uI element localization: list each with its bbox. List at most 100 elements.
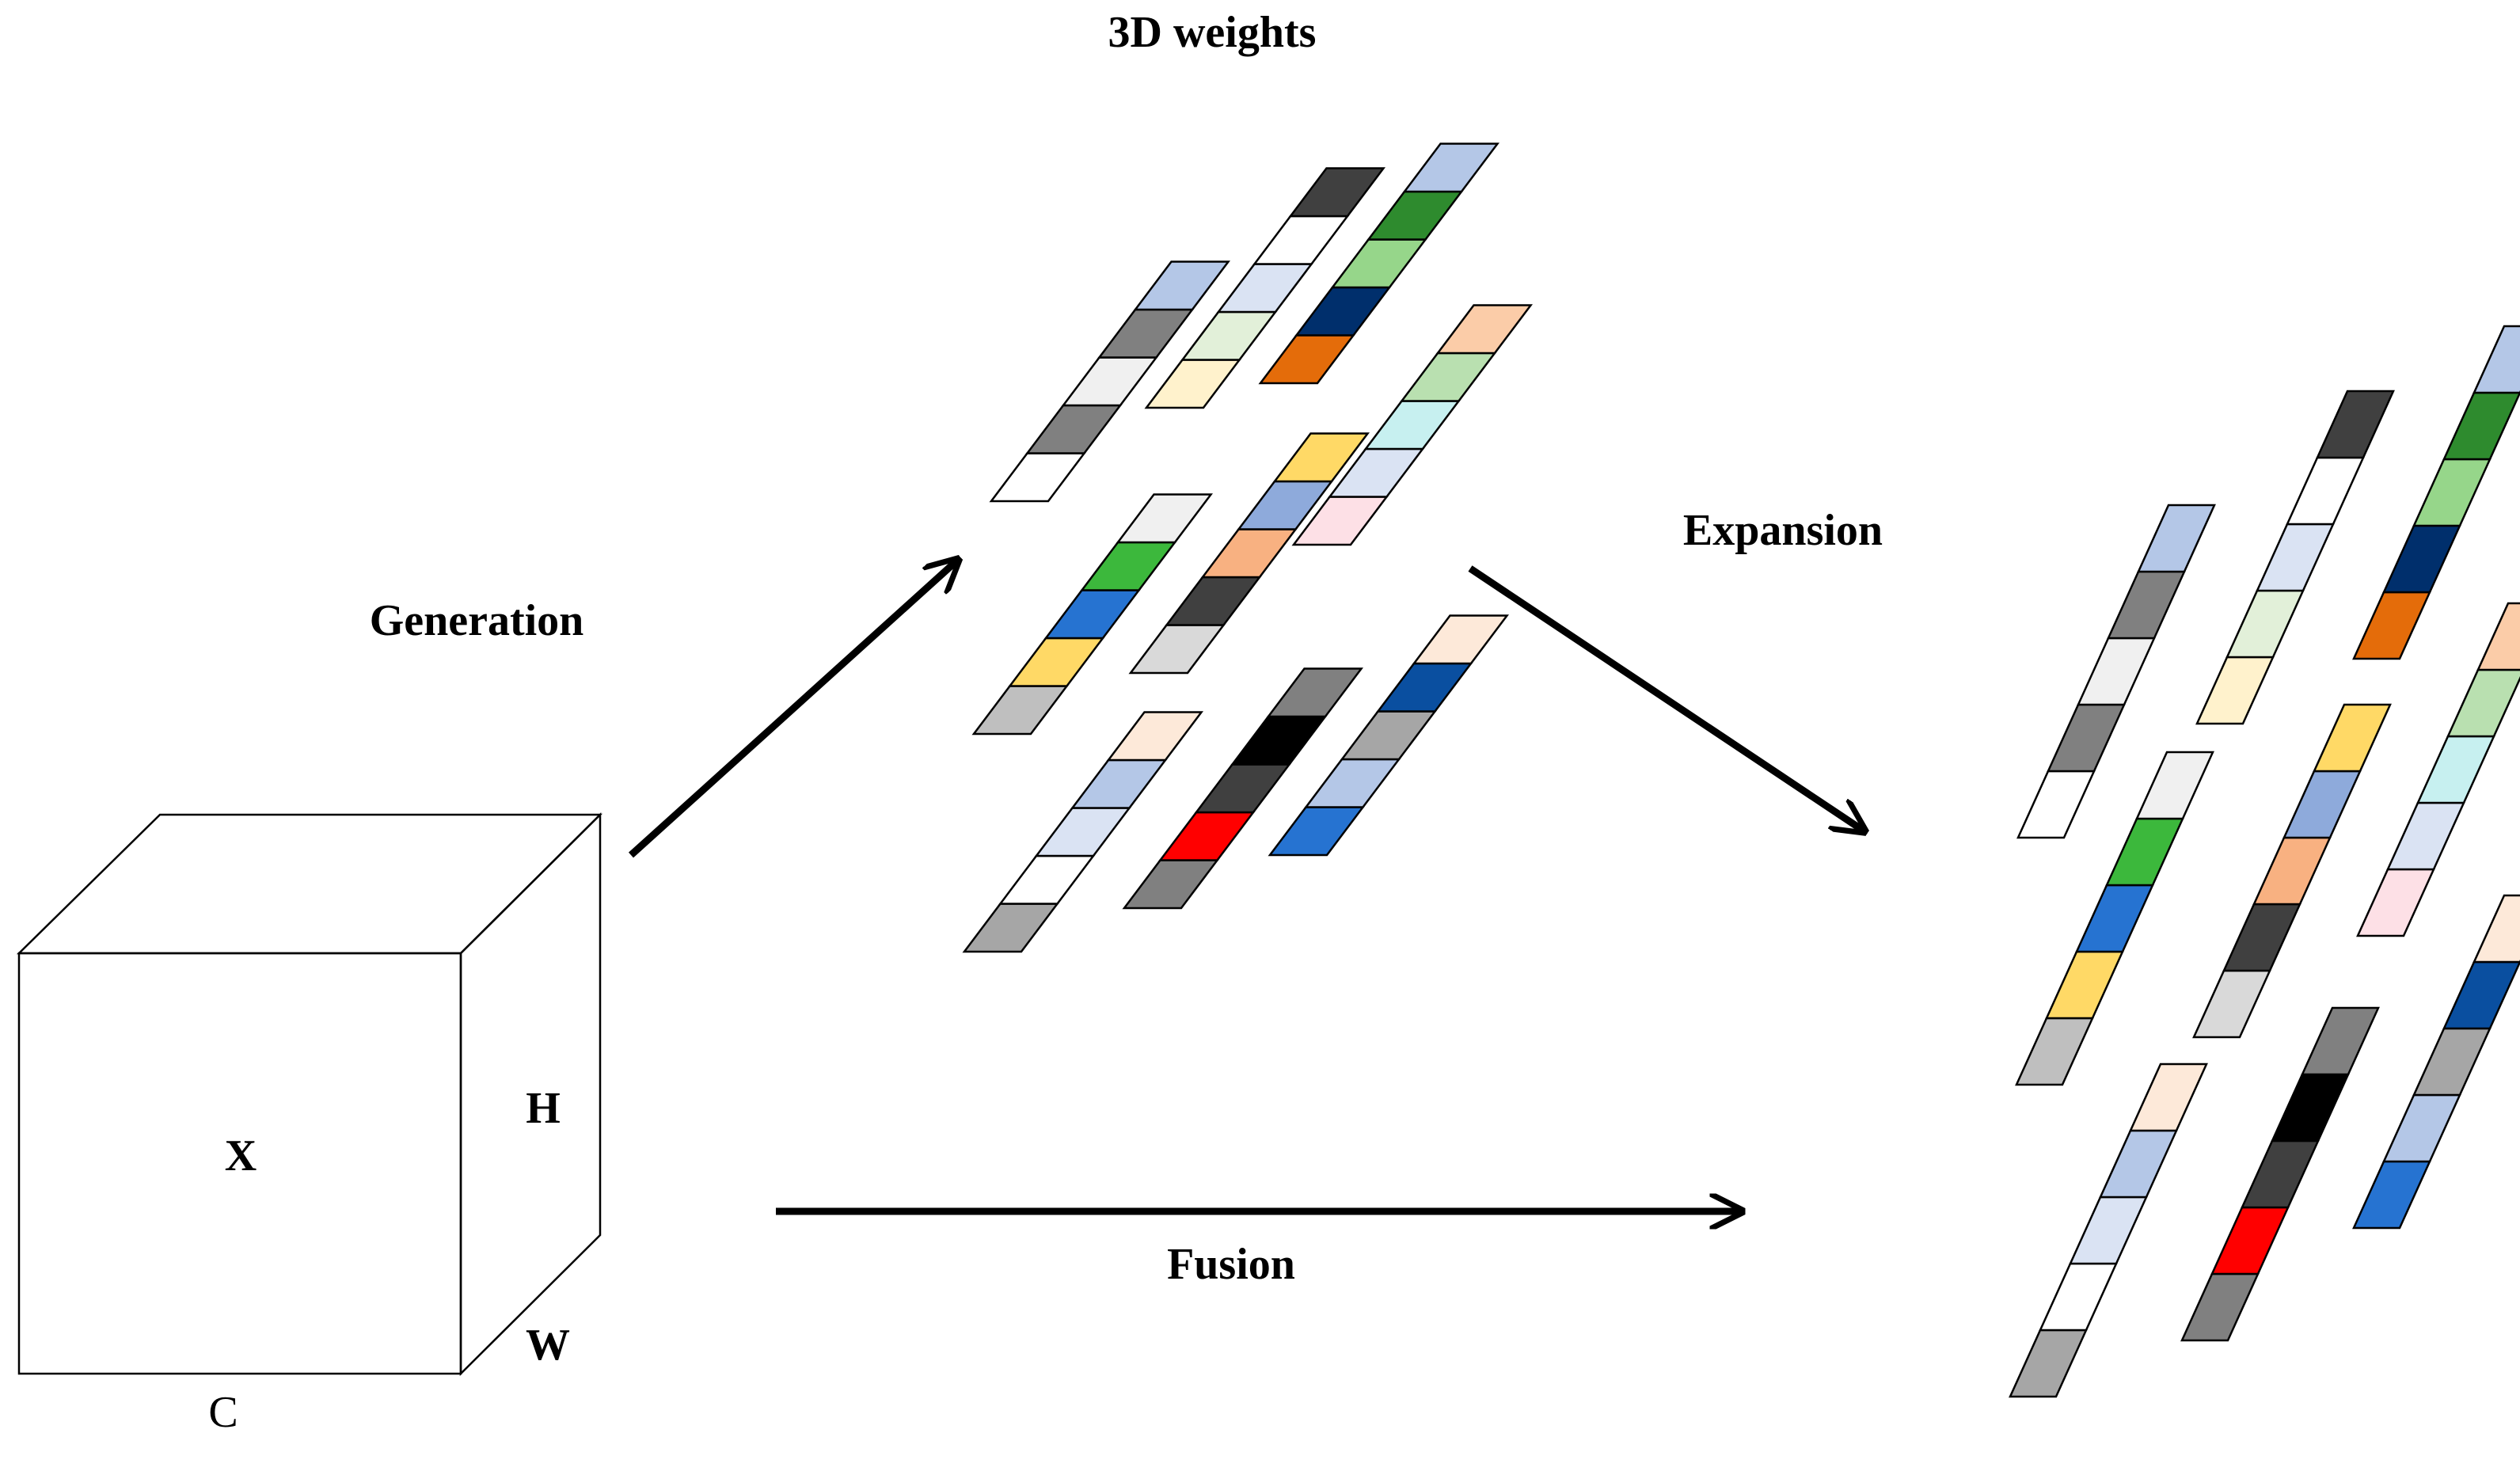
weight-cell	[1412, 614, 1510, 665]
weight-cell	[1157, 811, 1256, 861]
expanded-cell	[2135, 751, 2214, 820]
weight-strips-compact	[962, 143, 1534, 953]
expanded-cell	[2252, 836, 2332, 906]
weight-cell	[998, 854, 1096, 905]
weight-strips-expanded	[2009, 325, 2520, 1398]
weight-cell	[962, 903, 1060, 953]
weight-strip	[1291, 304, 1534, 546]
weight-cell	[1070, 758, 1168, 809]
weight-cell	[1061, 356, 1159, 407]
expanded-strip	[2180, 1006, 2380, 1342]
expanded-cell	[2009, 1329, 2088, 1398]
expanded-strip	[2015, 751, 2214, 1086]
expanded-cell	[2356, 868, 2435, 937]
weight-strip	[989, 260, 1231, 503]
expanded-cell	[2192, 969, 2271, 1039]
weight-strip	[1144, 167, 1386, 409]
weight-cell	[1128, 624, 1226, 675]
weight-cell	[1180, 310, 1278, 361]
expanded-cell	[2099, 1129, 2178, 1199]
cube-h-label: H	[526, 1084, 561, 1133]
expanded-strip	[2192, 703, 2392, 1039]
weight-cell	[1079, 541, 1177, 591]
expanded-cell	[2446, 668, 2520, 738]
cube-front-face	[17, 952, 462, 1375]
expanded-strip	[2009, 1063, 2208, 1398]
cube-w-label: W	[526, 1321, 570, 1370]
weight-cell	[1340, 710, 1438, 761]
expanded-cell	[2316, 390, 2395, 459]
expanded-cell	[2195, 656, 2275, 725]
expanded-cell	[2105, 817, 2184, 887]
weight-cell	[1303, 758, 1401, 808]
expanded-strip	[2352, 325, 2520, 660]
weight-cell	[1106, 711, 1204, 762]
expanded-cell	[2382, 524, 2461, 594]
weight-cell	[1194, 763, 1292, 814]
expanded-cell	[2282, 770, 2362, 839]
weight-cell	[1164, 576, 1262, 626]
weight-strip	[962, 711, 1204, 953]
weight-cell	[1288, 167, 1386, 218]
weight-cell	[971, 685, 1070, 736]
expanded-strip	[2016, 504, 2216, 839]
expanded-cell	[2412, 458, 2491, 527]
weight-cell	[1230, 715, 1328, 766]
weight-cell	[1200, 528, 1298, 579]
expanded-cell	[2225, 589, 2305, 659]
fusion-label: Fusion	[1167, 1240, 1295, 1289]
expanded-cell	[2476, 602, 2520, 671]
expanded-cell	[2412, 1027, 2491, 1097]
expanded-strip	[2352, 894, 2520, 1230]
weight-strip	[1268, 614, 1510, 857]
expansion-label: Expansion	[1683, 506, 1883, 555]
expanded-cell	[2256, 523, 2335, 592]
expanded-cell	[2352, 1160, 2431, 1230]
cube-top-face	[16, 813, 603, 955]
expanded-cell	[2137, 504, 2216, 573]
expanded-cell	[2015, 1017, 2094, 1086]
expanded-cell	[2075, 884, 2154, 953]
expanded-cell	[2313, 703, 2392, 773]
expansion-arrow	[1468, 565, 1864, 831]
expanded-cell	[2416, 735, 2495, 804]
expanded-cell	[2386, 801, 2465, 871]
weight-cell	[1252, 215, 1350, 265]
weight-cell	[1435, 304, 1534, 355]
weight-cell	[1144, 359, 1242, 409]
generation-label: Generation	[370, 596, 584, 645]
weight-strip	[1128, 432, 1370, 675]
weight-cell	[1216, 263, 1314, 314]
weight-cell	[1272, 432, 1370, 483]
weight-cell	[1043, 589, 1142, 640]
weight-strip	[1122, 667, 1364, 910]
expanded-cell	[2271, 1073, 2350, 1142]
weight-cell	[1294, 286, 1392, 336]
expanded-cell	[2047, 703, 2126, 773]
weight-cell	[1116, 493, 1214, 544]
weight-cell	[1268, 806, 1366, 857]
weight-cell	[1330, 238, 1428, 289]
expanded-cell	[2069, 1196, 2148, 1265]
expanded-cell	[2107, 570, 2186, 640]
cube-x-label: X	[225, 1131, 257, 1180]
weight-cell	[1133, 260, 1231, 311]
weight-cell	[1402, 143, 1500, 193]
weight-cell	[1363, 400, 1461, 450]
expanded-strip	[2356, 602, 2520, 937]
weight-cell	[1034, 807, 1132, 857]
expanded-cell	[2472, 894, 2520, 964]
weight-cell	[1399, 352, 1497, 402]
expanded-cell	[2301, 1006, 2380, 1076]
weight-cell	[1122, 859, 1220, 910]
expanded-cell	[2442, 960, 2520, 1030]
weights-title: 3D weights	[1108, 8, 1317, 57]
feature-cube	[16, 812, 603, 1377]
expanded-cell	[2382, 1093, 2461, 1163]
weight-cell	[1375, 662, 1473, 713]
expanded-cell	[2016, 770, 2096, 839]
expanded-cell	[2241, 1139, 2320, 1209]
expanded-cell	[2129, 1063, 2208, 1132]
generation-arrow	[628, 560, 958, 858]
